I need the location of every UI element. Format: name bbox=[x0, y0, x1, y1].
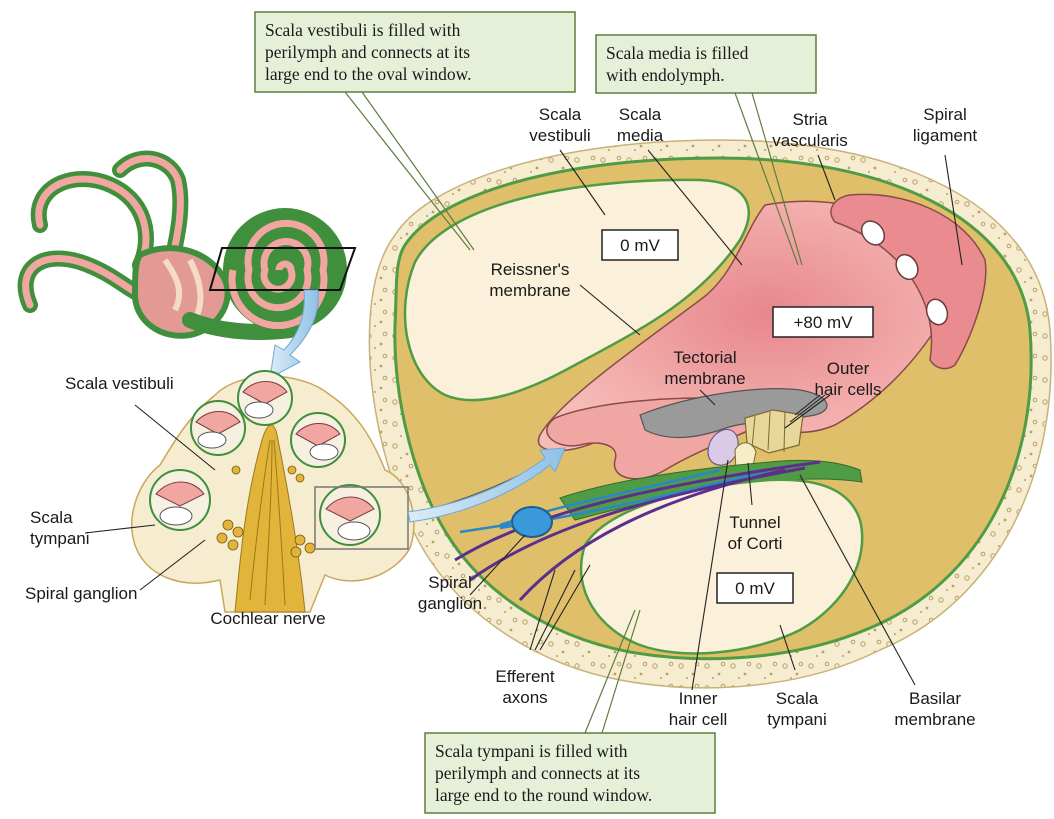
cochlea-spiral bbox=[223, 208, 347, 332]
media-note-line-1: Scala media is filled bbox=[606, 43, 749, 63]
label-reissners-membrane-line-1: Reissner's bbox=[491, 260, 570, 279]
label-spiral-ligament-line-1: Spiral bbox=[923, 105, 966, 124]
inset-label-scala-tympani-line-2: tympani bbox=[30, 529, 90, 548]
label-tectorial-membrane-line-1: Tectorial bbox=[673, 348, 736, 367]
vestibuli-note-line-1: Scala vestibuli is filled with bbox=[265, 20, 461, 40]
label-stria-vascularis-line-1: Stria bbox=[793, 110, 829, 129]
label-scala-media-line-2: media bbox=[617, 126, 664, 145]
label-spiral-ligament-line-2: ligament bbox=[913, 126, 978, 145]
vestibuli-note-line-2: perilymph and connects at its bbox=[265, 42, 470, 62]
label-inner-hair-cell-line-2: hair cell bbox=[669, 710, 728, 729]
potential-media-value: +80 mV bbox=[793, 313, 853, 332]
label-scala-tympani-line-1: Scala bbox=[776, 689, 819, 708]
label-basilar-membrane-line-1: Basilar bbox=[909, 689, 961, 708]
spiral-ganglion-cell bbox=[512, 507, 552, 537]
label-tunnel-of-corti-line-1: Tunnel bbox=[729, 513, 780, 532]
potential-vestibuli-value: 0 mV bbox=[620, 236, 660, 255]
label-scala-vestibuli-line-2: vestibuli bbox=[529, 126, 590, 145]
media-note-line-2: with endolymph. bbox=[606, 65, 725, 85]
label-scala-tympani-line-2: tympani bbox=[767, 710, 827, 729]
potential-tympani: 0 mV bbox=[717, 573, 793, 603]
tympani-note-line-3: large end to the round window. bbox=[435, 785, 652, 805]
inset-label-cochlear-nerve: Cochlear nerve bbox=[210, 609, 325, 628]
label-spiral-ganglion-line-2: ganglion bbox=[418, 594, 482, 613]
vestibuli-note-line-3: large end to the oval window. bbox=[265, 64, 472, 84]
inset-label-scala-tympani-line-1: Scala bbox=[30, 508, 73, 527]
label-scala-vestibuli-line-1: Scala bbox=[539, 105, 582, 124]
label-reissners-membrane-line-2: membrane bbox=[489, 281, 570, 300]
label-stria-vascularis-line-2: vascularis bbox=[772, 131, 848, 150]
label-outer-hair-cells-line-1: Outer bbox=[827, 359, 870, 378]
label-efferent-axons-line-1: Efferent bbox=[495, 667, 555, 686]
label-scala-media-line-1: Scala bbox=[619, 105, 662, 124]
potential-media: +80 mV bbox=[773, 307, 873, 337]
tympani-note-line-2: perilymph and connects at its bbox=[435, 763, 640, 783]
potential-tympani-value: 0 mV bbox=[735, 579, 775, 598]
label-tunnel-of-corti-line-2: of Corti bbox=[728, 534, 783, 553]
label-efferent-axons-line-2: axons bbox=[502, 688, 547, 707]
label-spiral-ganglion-line-1: Spiral bbox=[428, 573, 471, 592]
inset-label-spiral-ganglion: Spiral ganglion bbox=[25, 584, 137, 603]
potential-vestibuli: 0 mV bbox=[602, 230, 678, 260]
label-basilar-membrane-line-2: membrane bbox=[894, 710, 975, 729]
label-tectorial-membrane-line-2: membrane bbox=[664, 369, 745, 388]
tympani-note-line-1: Scala tympani is filled with bbox=[435, 741, 628, 761]
inset-label-scala-vestibuli: Scala vestibuli bbox=[65, 374, 174, 393]
label-inner-hair-cell-line-1: Inner bbox=[679, 689, 718, 708]
label-outer-hair-cells-line-2: hair cells bbox=[814, 380, 881, 399]
